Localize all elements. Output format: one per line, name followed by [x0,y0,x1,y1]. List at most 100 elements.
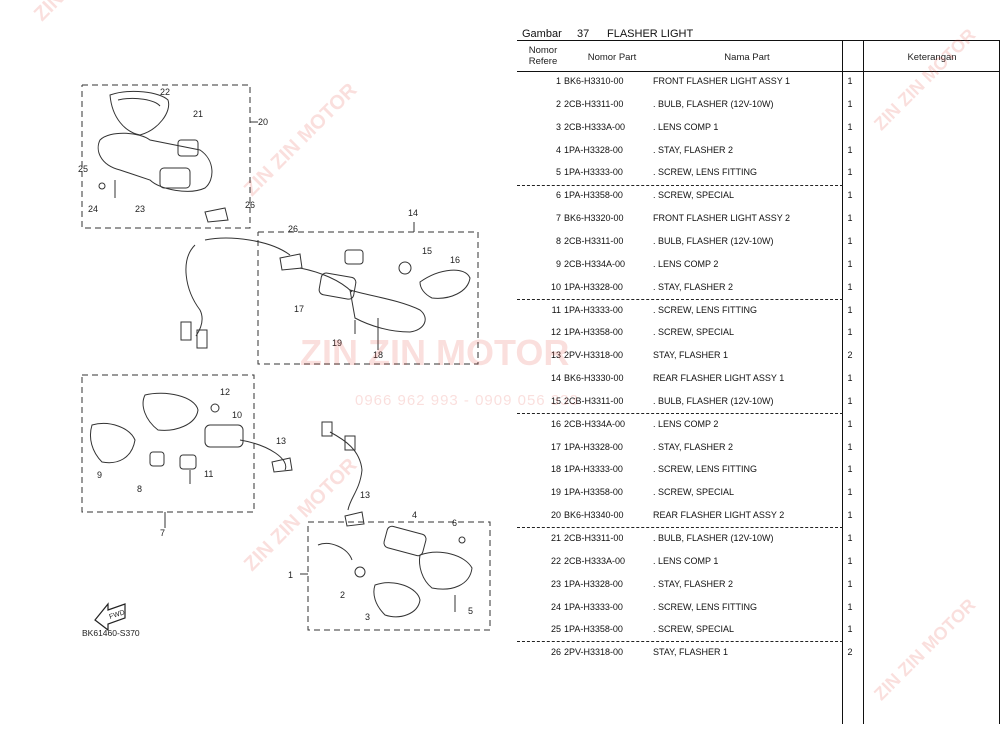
callout: 1 [288,570,293,580]
ref-cell: 12 [550,327,561,338]
callout-labels: 22 21 20 25 24 23 26 14 26 15 16 17 19 1… [78,87,473,622]
table-header-border [517,71,999,72]
quantity-cell: 1 [847,304,853,315]
callout: 7 [160,528,165,538]
ref-cell: 24 [550,601,561,612]
col-header-ref: Nomor Refere [528,45,558,67]
part-name-cell: . LENS COMP 2 [653,258,719,269]
quantity-cell: 2 [847,350,853,361]
ref-cell: 15 [550,395,561,406]
ref-cell: 14 [550,373,561,384]
part-number-cell: 1PA-H3328-00 [564,578,623,589]
part-name-cell: . SCREW, LENS FITTING [653,464,758,475]
part-name-cell: . STAY, FLASHER 2 [653,144,734,155]
part-name-cell: . SCREW, SPECIAL [653,327,735,338]
ref-cell: 22 [550,555,561,566]
ref-cell: 26 [550,647,561,658]
part-number-cell: 1PA-H3333-00 [564,304,623,315]
part-number-cell: BK6-H3340-00 [564,510,624,521]
part-number-cell: 1PA-H3358-00 [564,190,623,201]
ref-cell: 20 [550,510,561,521]
quantity-cell: 1 [847,144,853,155]
quantity-cell: 1 [847,327,853,338]
part-name-cell: . BULB, FLASHER (12V-10W) [653,235,774,246]
fwd-arrow-icon: FWD [94,602,126,632]
part-number-cell: 1PA-H3358-00 [564,327,623,338]
part-name-cell: . STAY, FLASHER 2 [653,578,734,589]
part-name-cell: . SCREW, SPECIAL [653,190,735,201]
row-separator [517,641,843,642]
part-name-cell: . SCREW, SPECIAL [653,624,735,635]
ref-cell: 5 [555,167,561,178]
quantity-cell: 1 [847,624,853,635]
callout: 11 [204,469,213,479]
ref-cell: 23 [550,578,561,589]
quantity-cell: 1 [847,235,853,246]
part-name-cell: . BULB, FLASHER (12V-10W) [653,533,774,543]
ref-cell: 2 [555,98,561,109]
part-number-cell: 2CB-H3311-00 [564,235,624,246]
callout: 6 [452,518,457,528]
ref-cell: 9 [555,258,561,269]
quantity-cell: 1 [847,487,853,498]
quantity-cell: 1 [847,167,853,178]
callout: 13 [276,436,286,446]
quantity-cell: 1 [847,121,853,132]
callout: 5 [468,606,473,616]
part-number-cell: 2CB-H3311-00 [564,533,624,543]
part-name-cell: REAR FLASHER LIGHT ASSY 2 [653,510,785,521]
ref-cell: 13 [550,350,561,361]
part-number-cell: 2CB-H333A-00 [564,121,626,132]
quantity-cell: 1 [847,601,853,612]
row-separator [517,299,843,300]
part-name-cell: . STAY, FLASHER 2 [653,281,734,292]
ref-cell: 21 [550,533,561,543]
ref-cell: 25 [550,624,561,635]
part-number-cell: 2PV-H3318-00 [564,350,624,361]
quantity-cell: 2 [847,647,853,658]
part-number-cell: 2CB-H3311-00 [564,395,624,406]
page-title: FLASHER LIGHT [607,28,694,40]
callout: 12 [220,387,230,397]
callout: 23 [135,204,145,214]
ref-cell: 17 [550,441,561,452]
ref-cell: 10 [550,281,561,292]
part-name-cell: . LENS COMP 1 [653,555,719,566]
part-name-cell: STAY, FLASHER 1 [653,647,729,658]
quantity-cell: 1 [847,510,853,521]
ref-cell: 7 [555,213,561,224]
part-number-cell: 1PA-H3328-00 [564,281,623,292]
part-number-cell: 1PA-H3328-00 [564,144,623,155]
part-number-cell: 1PA-H3333-00 [564,601,623,612]
quantity-cell: 1 [847,464,853,475]
part-number-cell: 2CB-H334A-00 [564,418,626,429]
col-header-remarks: Keterangan [907,52,957,63]
column-divider [842,40,843,724]
group-1-outline [307,521,491,631]
callout: 17 [294,304,304,314]
column-divider [999,40,1000,724]
part-name-cell: REAR FLASHER LIGHT ASSY 1 [653,373,785,384]
callout: 24 [88,204,98,214]
ref-cell: 8 [555,235,561,246]
part-name-cell: . SCREW, LENS FITTING [653,167,758,178]
callout: 14 [408,208,418,218]
part-number-cell: 2PV-H3318-00 [564,647,624,658]
callout: 4 [412,510,417,520]
